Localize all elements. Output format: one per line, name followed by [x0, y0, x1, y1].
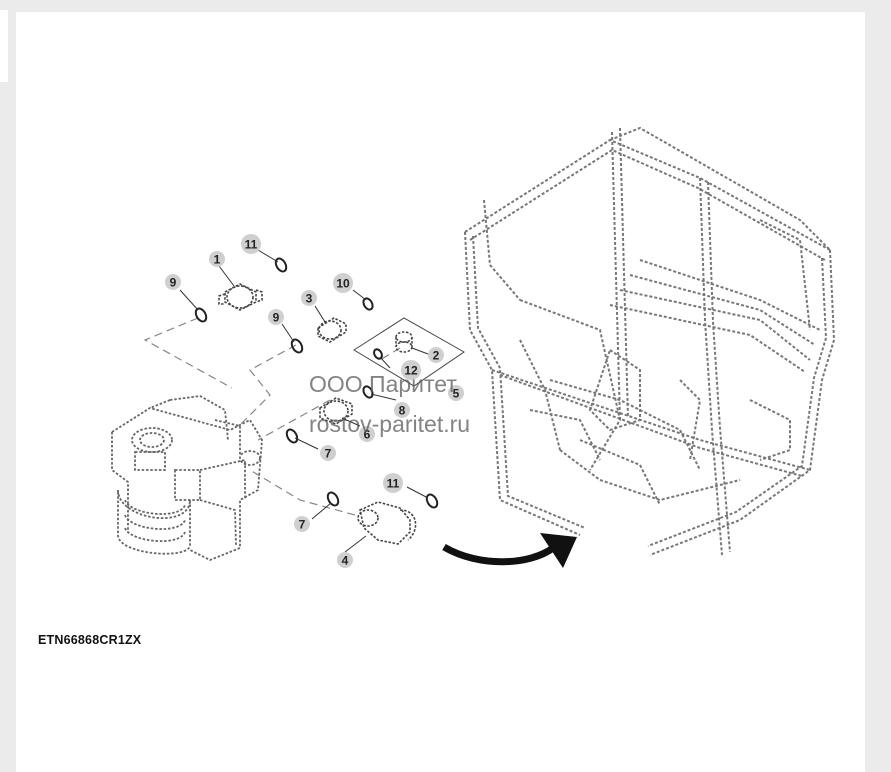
- callout-8: 8: [394, 402, 410, 418]
- callout-2: 2: [428, 347, 444, 363]
- o-ring-11b: [425, 493, 439, 509]
- svg-text:7: 7: [325, 447, 332, 461]
- callout-10: 10: [333, 273, 353, 293]
- svg-text:11: 11: [387, 477, 400, 491]
- svg-text:2: 2: [433, 349, 440, 363]
- fitting-part-6: [319, 397, 353, 425]
- svg-text:9: 9: [273, 311, 280, 325]
- svg-text:10: 10: [336, 277, 350, 291]
- left-edge-strip: [0, 10, 8, 82]
- callout-7b: 7: [294, 516, 310, 532]
- figure-id-label: ETN66868CR1ZX: [38, 633, 142, 647]
- svg-text:8: 8: [399, 404, 406, 418]
- callout-11a: 11: [241, 234, 261, 254]
- svg-text:7: 7: [299, 518, 306, 532]
- callout-6: 6: [359, 426, 375, 442]
- o-rings: [194, 257, 439, 509]
- o-ring-11a: [274, 257, 288, 273]
- direction-arrow: [442, 533, 577, 568]
- fitting-part-1: [218, 283, 263, 311]
- callout-5: 5: [448, 385, 464, 401]
- fitting-part-3: [317, 317, 347, 343]
- svg-text:12: 12: [404, 364, 418, 378]
- cab-frame: [464, 126, 836, 556]
- callout-12: 12: [401, 360, 421, 380]
- callout-9b: 9: [268, 309, 284, 325]
- svg-text:11: 11: [245, 238, 258, 252]
- o-ring-10: [362, 297, 374, 311]
- o-ring-7b: [326, 491, 340, 507]
- callout-9a: 9: [165, 274, 181, 290]
- watermark-company: ООО Паритет: [309, 371, 457, 397]
- callout-3: 3: [301, 290, 317, 306]
- svg-text:9: 9: [170, 276, 177, 290]
- svg-text:6: 6: [364, 428, 371, 442]
- watermark-url: rostov-paritet.ru: [309, 411, 470, 437]
- o-ring-7a: [285, 428, 299, 444]
- connection-leaders: [143, 317, 401, 516]
- o-ring-12: [373, 348, 383, 360]
- elbow-fitting-part-4: [357, 501, 417, 545]
- plug-part-2: [395, 331, 413, 353]
- o-ring-9b: [290, 338, 304, 354]
- hydraulic-valve-block: [111, 395, 263, 561]
- callout-4: 4: [337, 552, 353, 568]
- svg-text:1: 1: [214, 253, 221, 267]
- callout-leaders: [179, 249, 429, 553]
- o-ring-8: [362, 385, 374, 399]
- callout-11b: 11: [383, 473, 403, 493]
- svg-text:3: 3: [306, 292, 313, 306]
- parts-diagram: 1 2 3 4 5 6 7 7 8 9 9 10: [111, 126, 836, 568]
- callout-1: 1: [209, 251, 225, 267]
- o-ring-9a: [194, 307, 208, 323]
- svg-text:5: 5: [453, 387, 460, 401]
- callout-7a: 7: [320, 445, 336, 461]
- diagram-card: 1 2 3 4 5 6 7 7 8 9 9 10: [16, 12, 865, 772]
- svg-text:4: 4: [342, 554, 349, 568]
- kit-box: [353, 317, 465, 387]
